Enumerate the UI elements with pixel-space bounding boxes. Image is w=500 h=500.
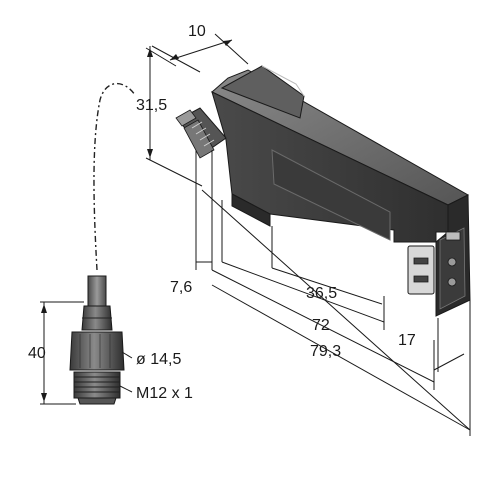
- front-led-1: [447, 257, 457, 267]
- dimension-lines: [40, 33, 471, 436]
- connector-thread: [73, 371, 121, 399]
- dim-connector-thread: M12 x 1: [136, 385, 193, 402]
- connector-grip-body: [69, 331, 125, 371]
- front-led-2: [447, 277, 457, 287]
- dim-connector-diameter: ø 14,5: [136, 351, 181, 368]
- dim-body-length: 72: [312, 317, 330, 334]
- dim-total-length: 79,3: [310, 343, 341, 360]
- dim-mount-spacing: 36,5: [306, 285, 337, 302]
- dim-depth: 17: [398, 332, 416, 349]
- dim-connector-length: 40: [28, 345, 46, 362]
- dim-width-top: 10: [188, 23, 206, 40]
- front-socket: [407, 245, 435, 295]
- m12-connector: [69, 275, 125, 405]
- connector-cable-stub: [87, 275, 107, 307]
- housing-label-recess: [271, 149, 391, 241]
- dim-cable-offset: 7,6: [170, 279, 192, 296]
- cable-dashed-line: [93, 82, 136, 271]
- cable-gland: [175, 107, 227, 159]
- dim-height: 31,5: [136, 97, 167, 114]
- sensor-housing: [211, 65, 471, 317]
